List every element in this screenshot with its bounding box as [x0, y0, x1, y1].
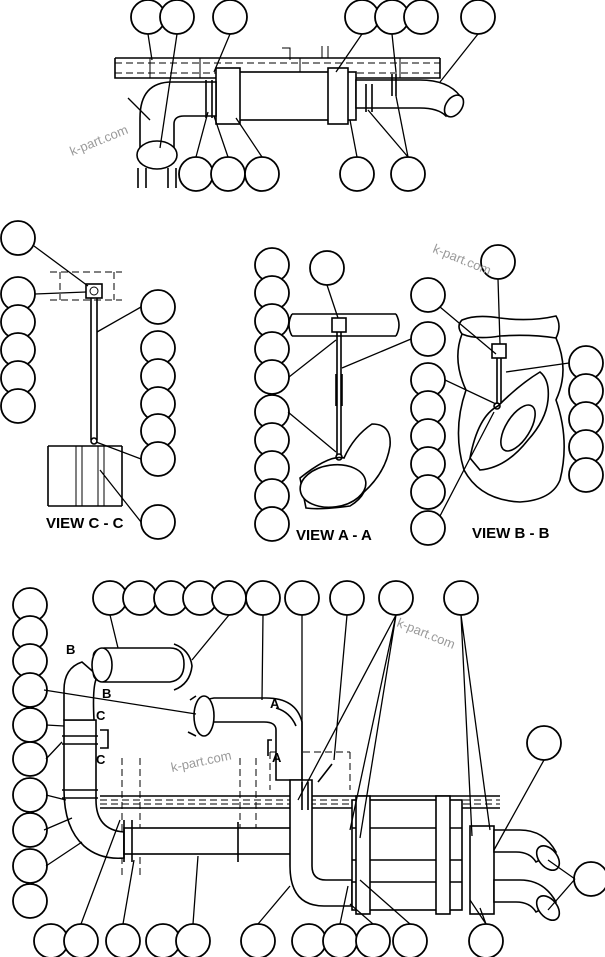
watermark: k-part.com [431, 241, 494, 278]
section-mark-b: B [102, 686, 111, 701]
view-c-c: VIEW C - C [0, 220, 176, 540]
top-assembly [114, 46, 465, 188]
watermark: k-part.com [170, 747, 233, 774]
watermark: k-part.com [395, 615, 458, 652]
section-mark-c: C [96, 752, 106, 767]
main-assembly: B B C C A A [62, 642, 561, 921]
top-callouts [130, 0, 496, 192]
view-c-c-title: VIEW C - C [46, 515, 124, 532]
section-mark-a: A [272, 750, 282, 765]
watermark: k-part.com [68, 122, 131, 159]
view-b-b-title: VIEW B - B [472, 525, 550, 542]
main-callouts [12, 580, 605, 957]
view-b-b: VIEW B - B [410, 244, 604, 546]
view-a-a: VIEW A - A [254, 247, 446, 544]
section-mark-a: A [270, 696, 280, 711]
section-mark-b: B [66, 642, 75, 657]
section-mark-c: C [96, 708, 106, 723]
view-a-a-title: VIEW A - A [296, 527, 372, 544]
